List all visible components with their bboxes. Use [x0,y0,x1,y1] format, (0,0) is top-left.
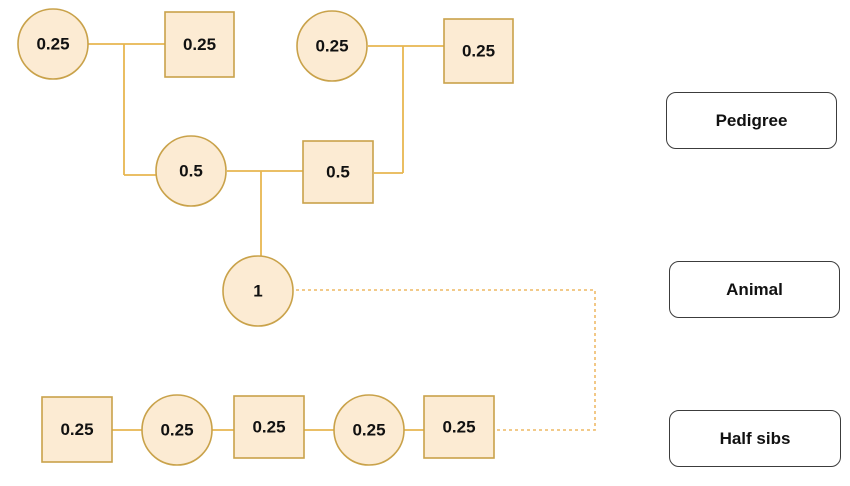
node-half-sib-2: 0.25 [141,394,213,466]
node-half-sib-3: 0.25 [233,395,305,459]
node-maternal-granddam: 0.25 [296,10,368,82]
node-sire: 0.5 [302,140,374,204]
node-paternal-granddam: 0.25 [17,8,89,80]
node-dam: 0.5 [155,135,227,207]
node-label: 1 [253,282,262,301]
half-sibs-label: Half sibs [669,410,841,467]
pedigree-label: Pedigree [666,92,837,149]
node-half-sib-4: 0.25 [333,394,405,466]
node-maternal-grandsire: 0.25 [443,18,514,84]
node-half-sib-5: 0.25 [423,395,495,459]
node-label: 0.25 [36,35,69,54]
connectors [88,43,596,431]
node-label: 0.25 [160,421,193,440]
node-label: 0.25 [315,37,348,56]
node-label: 0.25 [60,420,93,439]
node-label: 0.25 [462,42,495,61]
node-label: 0.25 [352,421,385,440]
link-animal-halfsibs-dashed [296,289,596,431]
node-label: 0.25 [442,418,475,437]
node-label: 0.25 [183,35,216,54]
node-animal: 1 [222,255,294,327]
node-half-sib-1: 0.25 [41,396,113,463]
node-label: 0.5 [179,162,203,181]
node-paternal-grandsire: 0.25 [164,11,235,78]
node-label: 0.25 [252,418,285,437]
node-label: 0.5 [326,163,350,182]
animal-label: Animal [669,261,840,318]
